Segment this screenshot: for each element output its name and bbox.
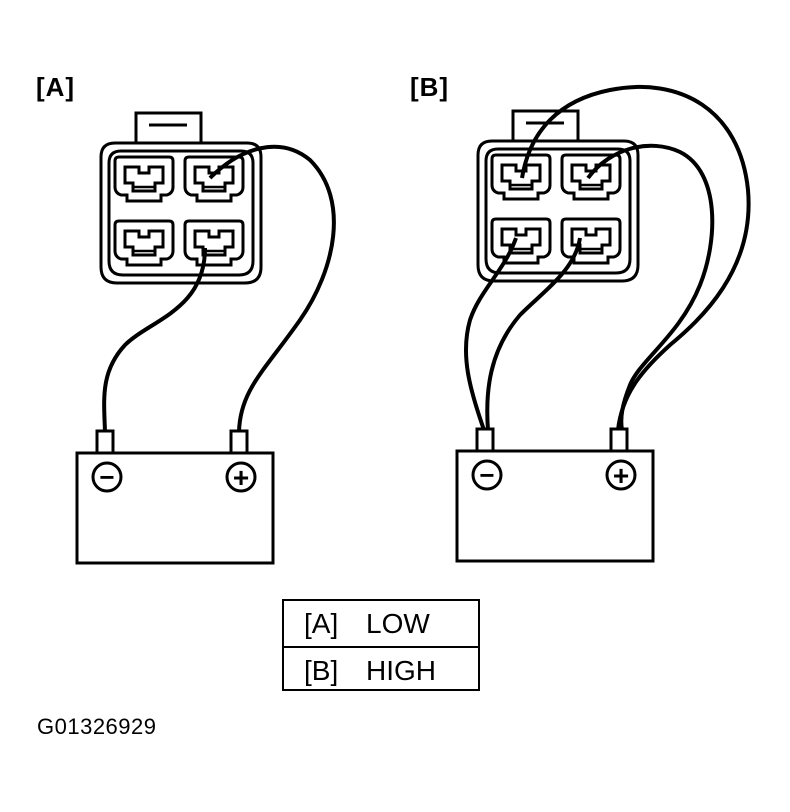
legend-key: [A]: [304, 607, 339, 639]
battery-b-positive-symbol: +: [613, 460, 629, 491]
connector-a: [101, 113, 261, 283]
battery-a-positive-symbol: +: [233, 462, 249, 493]
legend-row-high: [B] HIGH: [284, 646, 478, 693]
figure-id: G01326929: [37, 714, 157, 739]
wire-b-negative-1: [463, 237, 518, 431]
legend-key: [B]: [304, 654, 339, 686]
wire-a-positive: [208, 144, 336, 433]
panel-b-label: [B]: [410, 72, 450, 102]
connector-b: [478, 111, 638, 281]
panel-a-label: [A]: [36, 72, 76, 102]
wire-a-negative: [102, 247, 207, 433]
speed-legend: [A] LOW [B] HIGH: [282, 599, 480, 691]
legend-value: HIGH: [366, 654, 436, 686]
legend-row-low: [A] LOW: [284, 601, 478, 646]
wire-b-positive-2: [586, 143, 715, 431]
wire-b-negative-2: [485, 237, 582, 431]
wire-b-positive-1: [520, 84, 751, 431]
battery-a: [75, 429, 275, 565]
battery-b-negative-symbol: −: [479, 460, 494, 490]
battery-b: [455, 427, 655, 563]
legend-value: LOW: [366, 607, 430, 639]
battery-a-negative-symbol: −: [99, 462, 114, 492]
